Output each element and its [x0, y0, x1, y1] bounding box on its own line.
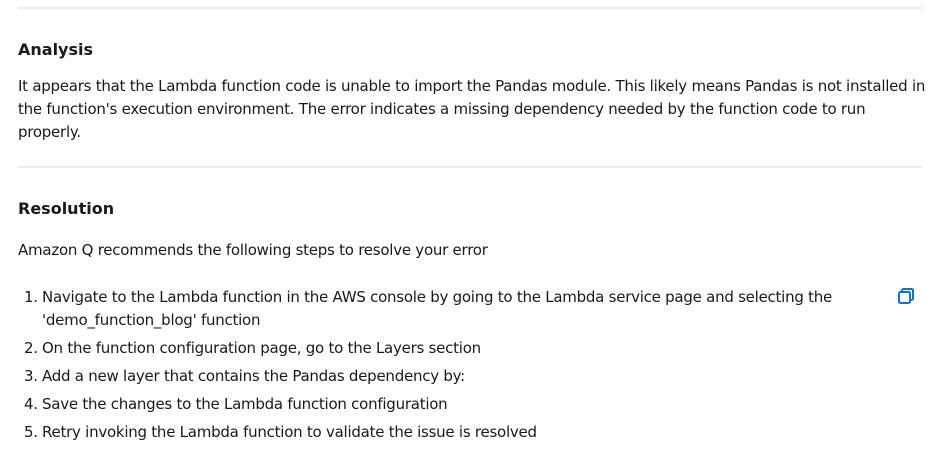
- step-text: Navigate to the Lambda function in the A…: [42, 288, 833, 329]
- step-number: 3.: [24, 367, 38, 385]
- list-item: 1. Navigate to the Lambda function in th…: [24, 286, 874, 332]
- step-text: Retry invoking the Lambda function to va…: [42, 423, 537, 441]
- list-item: 4. Save the changes to the Lambda functi…: [24, 393, 874, 416]
- analysis-heading: Analysis: [18, 40, 94, 59]
- step-number: 1.: [24, 288, 38, 306]
- step-number: 2.: [24, 339, 38, 357]
- analysis-body: It appears that the Lambda function code…: [18, 77, 926, 141]
- resolution-heading: Resolution: [18, 199, 115, 218]
- step-number: 5.: [24, 423, 38, 441]
- section-divider: [18, 166, 922, 168]
- step-number: 4.: [24, 395, 38, 413]
- top-divider: [18, 7, 922, 9]
- list-item: 3. Add a new layer that contains the Pan…: [24, 365, 874, 388]
- list-item: 2. On the function configuration page, g…: [24, 337, 874, 360]
- step-text: On the function configuration page, go t…: [42, 339, 481, 357]
- list-item: 5. Retry invoking the Lambda function to…: [24, 421, 874, 444]
- step-text: Save the changes to the Lambda function …: [42, 395, 448, 413]
- copy-icon: [898, 288, 914, 304]
- copy-button[interactable]: [897, 287, 915, 305]
- step-text: Add a new layer that contains the Pandas…: [42, 367, 465, 385]
- resolution-intro: Amazon Q recommends the following steps …: [18, 241, 488, 259]
- resolution-steps-list: 1. Navigate to the Lambda function in th…: [24, 286, 874, 449]
